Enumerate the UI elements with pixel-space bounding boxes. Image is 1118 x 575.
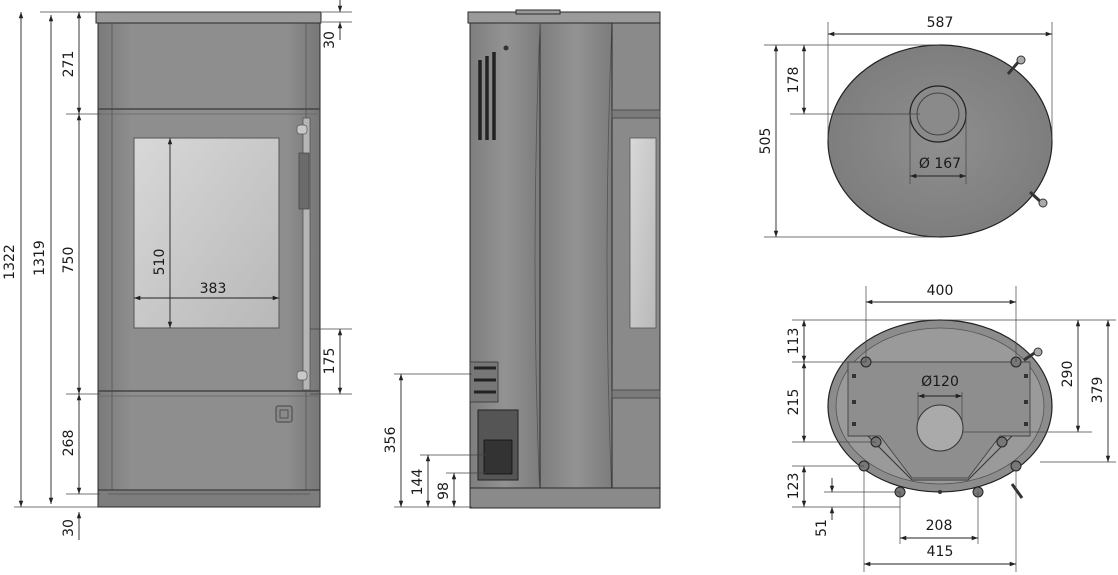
air-inlet-circle-icon: [916, 404, 964, 452]
dim-foot-offset: 51: [814, 519, 830, 537]
front-base: [97, 489, 321, 508]
dim-handle-length: 175: [322, 348, 338, 375]
dim-bolt-spacing: 400: [927, 283, 954, 299]
front-dimensions: 1322 1319 271 750 268 30: [2, 11, 100, 540]
side-view: [467, 9, 661, 509]
dim-overall-depth: 379: [1090, 377, 1106, 404]
dim-lower-section: 268: [61, 430, 77, 457]
dim-top-depth: 505: [758, 128, 774, 155]
front-glass: [133, 137, 280, 329]
dim-overall-width: 415: [927, 544, 954, 560]
dim-glass-height: 510: [152, 249, 168, 276]
dim-inlet-height: 144: [410, 469, 426, 496]
dim-rear-feet: 123: [786, 473, 802, 500]
dim-bottom-offset: 30: [61, 519, 77, 537]
glass-dimensions: 510 383: [134, 138, 279, 328]
dim-glass-width: 383: [200, 281, 227, 297]
dim-top-offset: 30: [322, 31, 338, 49]
bottom-view: [827, 319, 1053, 499]
front-top-cap: [95, 11, 322, 24]
air-control-icon: [275, 405, 293, 423]
door-handle: [302, 117, 311, 391]
dim-flue-diameter: Ø 167: [919, 156, 961, 172]
dim-door-height: 750: [61, 247, 77, 274]
dim-bolt-to-air: 215: [786, 389, 802, 416]
dim-top-width: 587: [927, 15, 954, 31]
front-right-dimensions: 30 175: [310, 0, 352, 395]
dim-feet-spacing: 208: [926, 518, 953, 534]
dim-top-section: 271: [61, 51, 77, 78]
dim-bolt-depth: 290: [1060, 361, 1076, 388]
dim-body-height: 1319: [32, 240, 48, 276]
top-view: [827, 44, 1053, 238]
dim-air-diameter: Ø120: [921, 374, 959, 390]
dim-ash-height: 98: [436, 482, 452, 500]
front-view: [95, 11, 322, 508]
dim-total-height: 1322: [2, 244, 18, 280]
dim-front-to-bolt: 113: [786, 328, 802, 355]
bottom-dimensions: 400 113 215 Ø120 290 379 123 51 208: [786, 283, 1116, 572]
top-dimensions: 587 505 178 Ø 167: [758, 15, 1053, 238]
side-middle-panel: [539, 22, 613, 501]
dim-flue-offset: 178: [786, 67, 802, 94]
side-dimensions: 356 144 98: [383, 373, 486, 508]
dim-outlet-height: 356: [383, 427, 399, 454]
